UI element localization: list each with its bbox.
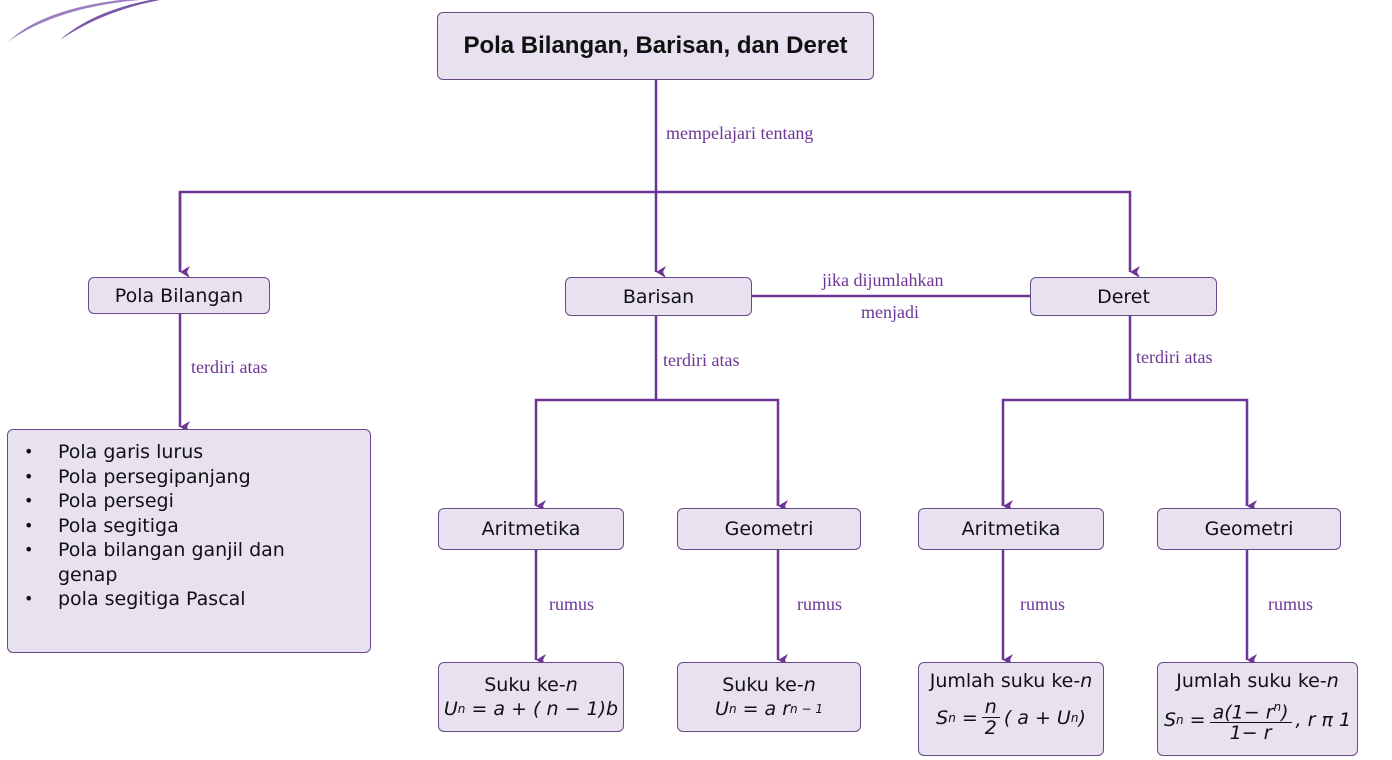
list-item: Pola segitiga bbox=[22, 514, 360, 539]
title-box: Pola Bilangan, Barisan, dan Deret bbox=[437, 12, 874, 80]
label-terdiri-barisan: terdiri atas bbox=[663, 350, 740, 370]
node-deret: Deret bbox=[1030, 277, 1217, 316]
node-geometri-deret: Geometri bbox=[1157, 508, 1341, 550]
list-item: Pola garis lurus bbox=[22, 440, 360, 465]
list-item: pola segitiga Pascal bbox=[22, 587, 360, 612]
formula-title: Jumlah suku ke-n bbox=[1176, 670, 1339, 692]
label-rumus-2: rumus bbox=[797, 594, 842, 614]
node-aritmetika-deret: Aritmetika bbox=[918, 508, 1104, 550]
label-rumus-3: rumus bbox=[1020, 594, 1065, 614]
node-pola-bilangan: Pola Bilangan bbox=[88, 277, 270, 314]
label-terdiri-deret: terdiri atas bbox=[1136, 347, 1213, 367]
branch-barisan bbox=[534, 398, 780, 506]
label-rumus-1: rumus bbox=[549, 594, 594, 614]
pola-list-box: Pola garis lurus Pola persegipanjang Pol… bbox=[7, 429, 371, 653]
pola-list: Pola garis lurus Pola persegipanjang Pol… bbox=[22, 440, 360, 612]
list-item: Pola persegi bbox=[22, 489, 360, 514]
label-rumus-4: rumus bbox=[1268, 594, 1313, 614]
node-geometri-barisan: Geometri bbox=[677, 508, 861, 550]
label-menjadi: menjadi bbox=[861, 302, 919, 322]
node-aritmetika-barisan: Aritmetika bbox=[438, 508, 624, 550]
list-item: Pola persegipanjang bbox=[22, 465, 360, 490]
label-mempelajari: mempelajari tentang bbox=[666, 123, 814, 143]
formula-title: Suku ke-n bbox=[484, 674, 578, 696]
label-jika-dijumlahkan: jika dijumlahkan bbox=[822, 270, 944, 290]
title-text: Pola Bilangan, Barisan, dan Deret bbox=[463, 32, 848, 59]
branch-deret bbox=[1001, 398, 1249, 506]
label-terdiri-pola: terdiri atas bbox=[191, 357, 268, 377]
formula-title: Jumlah suku ke-n bbox=[929, 670, 1093, 692]
list-item: Pola bilangan ganjil dan genap bbox=[22, 538, 360, 587]
node-barisan: Barisan bbox=[565, 277, 752, 316]
formula-title: Suku ke-n bbox=[722, 674, 816, 696]
